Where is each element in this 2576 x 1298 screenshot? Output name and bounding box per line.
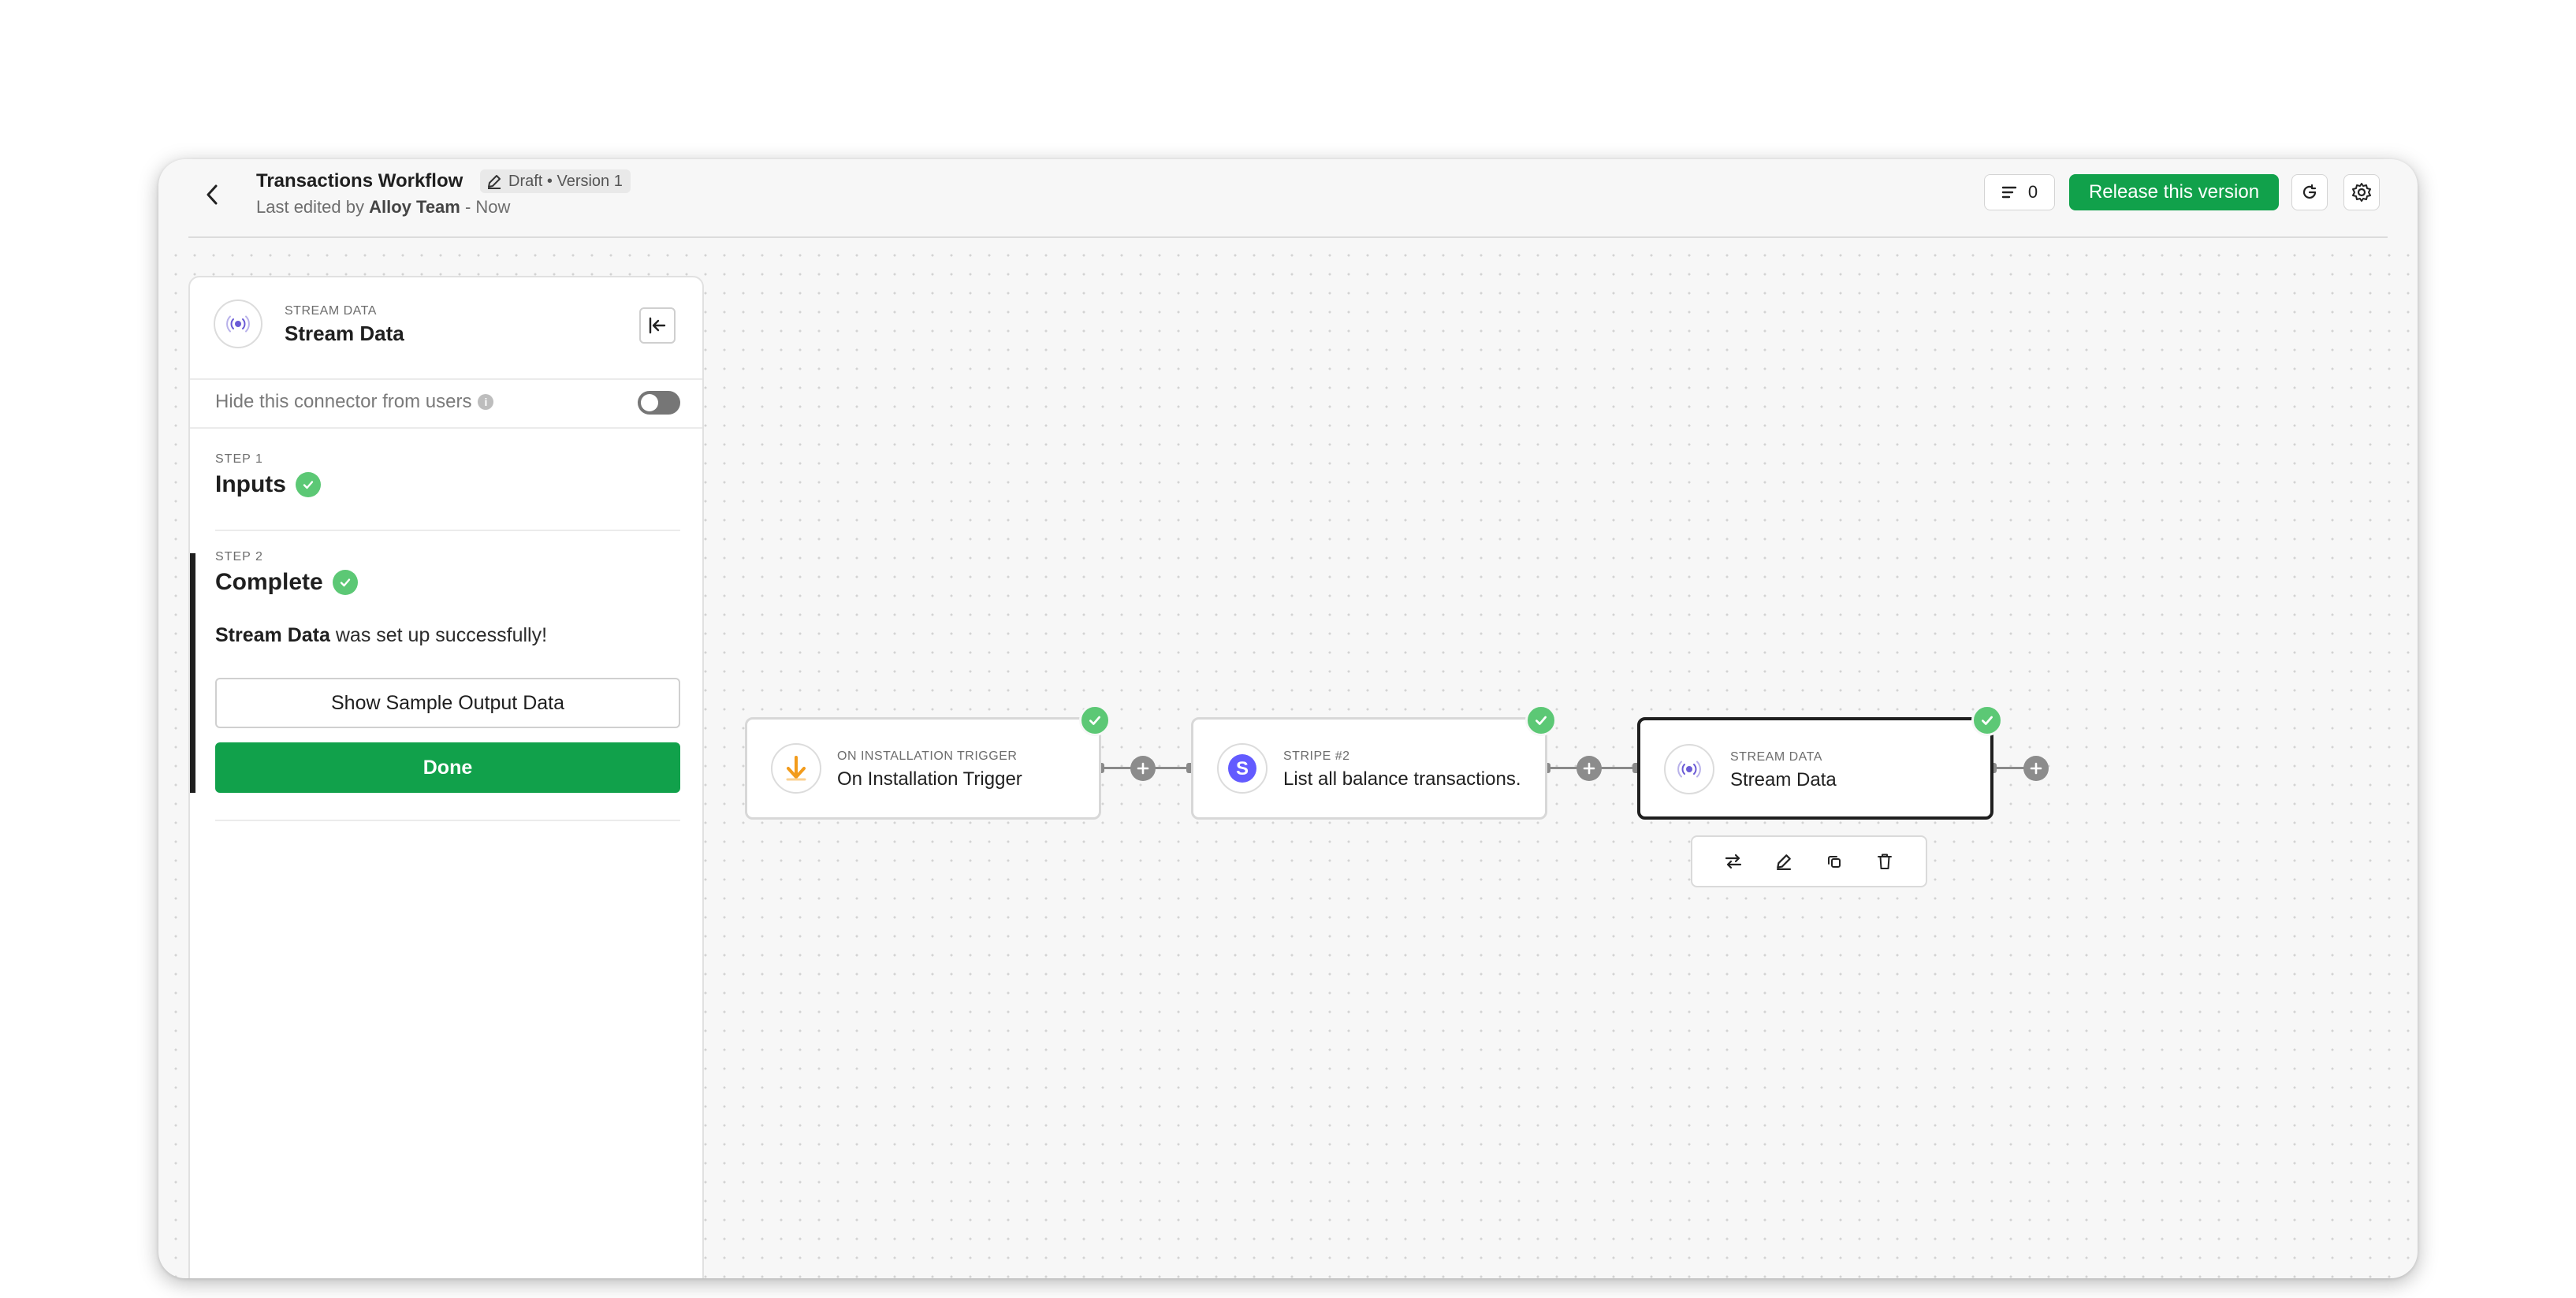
- step-title-text: Inputs: [215, 471, 286, 497]
- step-title-text: Complete: [215, 569, 323, 595]
- node-kicker: ON INSTALLATION TRIGGER: [837, 749, 1018, 763]
- success-message: Stream Data was set up successfully!: [215, 624, 547, 647]
- gear-icon: [2352, 183, 2371, 202]
- plus-icon: [2030, 762, 2042, 775]
- history-button[interactable]: [2291, 174, 2328, 210]
- check-icon: [332, 570, 358, 595]
- workflow-title: Transactions Workflow: [256, 170, 463, 192]
- stream-icon: [1664, 744, 1714, 794]
- step-title: Inputs: [215, 471, 321, 498]
- step-divider: [215, 530, 680, 531]
- panel-header: STREAM DATA Stream Data: [190, 277, 702, 380]
- release-version-button[interactable]: Release this version: [2069, 174, 2279, 210]
- node-kicker: STRIPE #2: [1283, 749, 1350, 763]
- hide-connector-text: Hide this connector from users: [215, 391, 472, 412]
- duplicate-button[interactable]: [1818, 846, 1850, 877]
- node-title: On Installation Trigger: [837, 768, 1022, 790]
- connector-panel: STREAM DATA Stream Data Hide this connec…: [188, 276, 704, 1278]
- last-edited-user: Alloy Team: [369, 197, 460, 217]
- check-icon: [296, 472, 321, 497]
- step-inputs[interactable]: STEP 1 Inputs: [215, 452, 321, 498]
- step-complete[interactable]: STEP 2 Complete: [215, 550, 358, 596]
- logs-count-button[interactable]: 0: [1984, 174, 2055, 210]
- show-sample-output-button[interactable]: Show Sample Output Data: [215, 678, 680, 728]
- success-suffix: was set up successfully!: [335, 624, 548, 646]
- back-button[interactable]: [198, 178, 226, 211]
- settings-button[interactable]: [2343, 174, 2380, 210]
- toggle-knob: [641, 394, 658, 411]
- node-toolbar: [1691, 835, 1927, 887]
- check-icon: [1525, 705, 1557, 736]
- step-number: STEP 2: [215, 550, 263, 563]
- node-kicker: STREAM DATA: [1730, 750, 1822, 764]
- hide-connector-toggle[interactable]: [638, 391, 680, 415]
- done-button[interactable]: Done: [215, 742, 680, 793]
- collapse-panel-button[interactable]: [639, 307, 676, 344]
- list-icon: [2001, 186, 2017, 199]
- version-badge[interactable]: Draft • Version 1: [480, 169, 631, 193]
- connector-line: [1989, 767, 2036, 769]
- pencil-icon: [1777, 854, 1791, 870]
- version-badge-label: Draft • Version 1: [508, 172, 623, 190]
- header-divider: [188, 236, 2388, 238]
- stripe-icon: S: [1217, 743, 1268, 794]
- workflow-node-trigger[interactable]: ON INSTALLATION TRIGGER On Installation …: [745, 717, 1101, 820]
- step-number: STEP 1: [215, 452, 263, 466]
- svg-text:S: S: [1236, 758, 1249, 779]
- delete-button[interactable]: [1869, 846, 1900, 877]
- success-connector-name: Stream Data: [215, 624, 330, 646]
- panel-title: Stream Data: [285, 322, 404, 345]
- step-divider: [215, 820, 680, 821]
- workflow-node-stripe[interactable]: S STRIPE #2 List all balance transaction…: [1191, 717, 1547, 820]
- trash-icon: [1878, 854, 1892, 869]
- stream-icon: [214, 299, 262, 348]
- input-port[interactable]: [1632, 763, 1640, 773]
- copy-icon: [1828, 856, 1841, 868]
- info-icon[interactable]: i: [478, 394, 494, 410]
- add-step-button[interactable]: [1576, 756, 1602, 781]
- refresh-icon: [2302, 184, 2317, 199]
- hide-connector-row: Hide this connector from users i: [190, 378, 702, 429]
- swap-icon: [1725, 854, 1742, 869]
- logs-count: 0: [2027, 182, 2038, 202]
- node-title: Stream Data: [1730, 769, 1837, 790]
- add-step-button[interactable]: [1130, 756, 1156, 781]
- check-icon: [1971, 705, 2003, 736]
- node-title: List all balance transactions.: [1283, 768, 1521, 790]
- workflow-header: Transactions Workflow Draft • Version 1 …: [158, 159, 2418, 238]
- add-step-button[interactable]: [2023, 756, 2049, 781]
- input-port[interactable]: [1186, 763, 1194, 773]
- swap-button[interactable]: [1718, 846, 1749, 877]
- step-title: Complete: [215, 569, 358, 596]
- panel-kicker: STREAM DATA: [285, 304, 377, 318]
- last-edited-time: - Now: [464, 197, 511, 217]
- app-window: Transactions Workflow Draft • Version 1 …: [158, 159, 2418, 1278]
- last-edited-prefix: Last edited by: [256, 197, 364, 217]
- last-edited-text: Last edited by Alloy Team - Now: [256, 197, 510, 218]
- pencil-icon: [488, 175, 501, 189]
- plus-icon: [1137, 762, 1149, 775]
- edit-button[interactable]: [1768, 846, 1800, 877]
- workflow-node-stream-data[interactable]: STREAM DATA Stream Data: [1637, 717, 1993, 820]
- collapse-left-icon: [649, 317, 666, 334]
- chevron-left-icon: [207, 184, 218, 205]
- check-icon: [1079, 705, 1111, 736]
- download-arrow-icon: [771, 743, 821, 794]
- active-step-indicator: [190, 553, 195, 793]
- plus-icon: [1583, 762, 1595, 775]
- hide-connector-label: Hide this connector from users i: [215, 391, 494, 413]
